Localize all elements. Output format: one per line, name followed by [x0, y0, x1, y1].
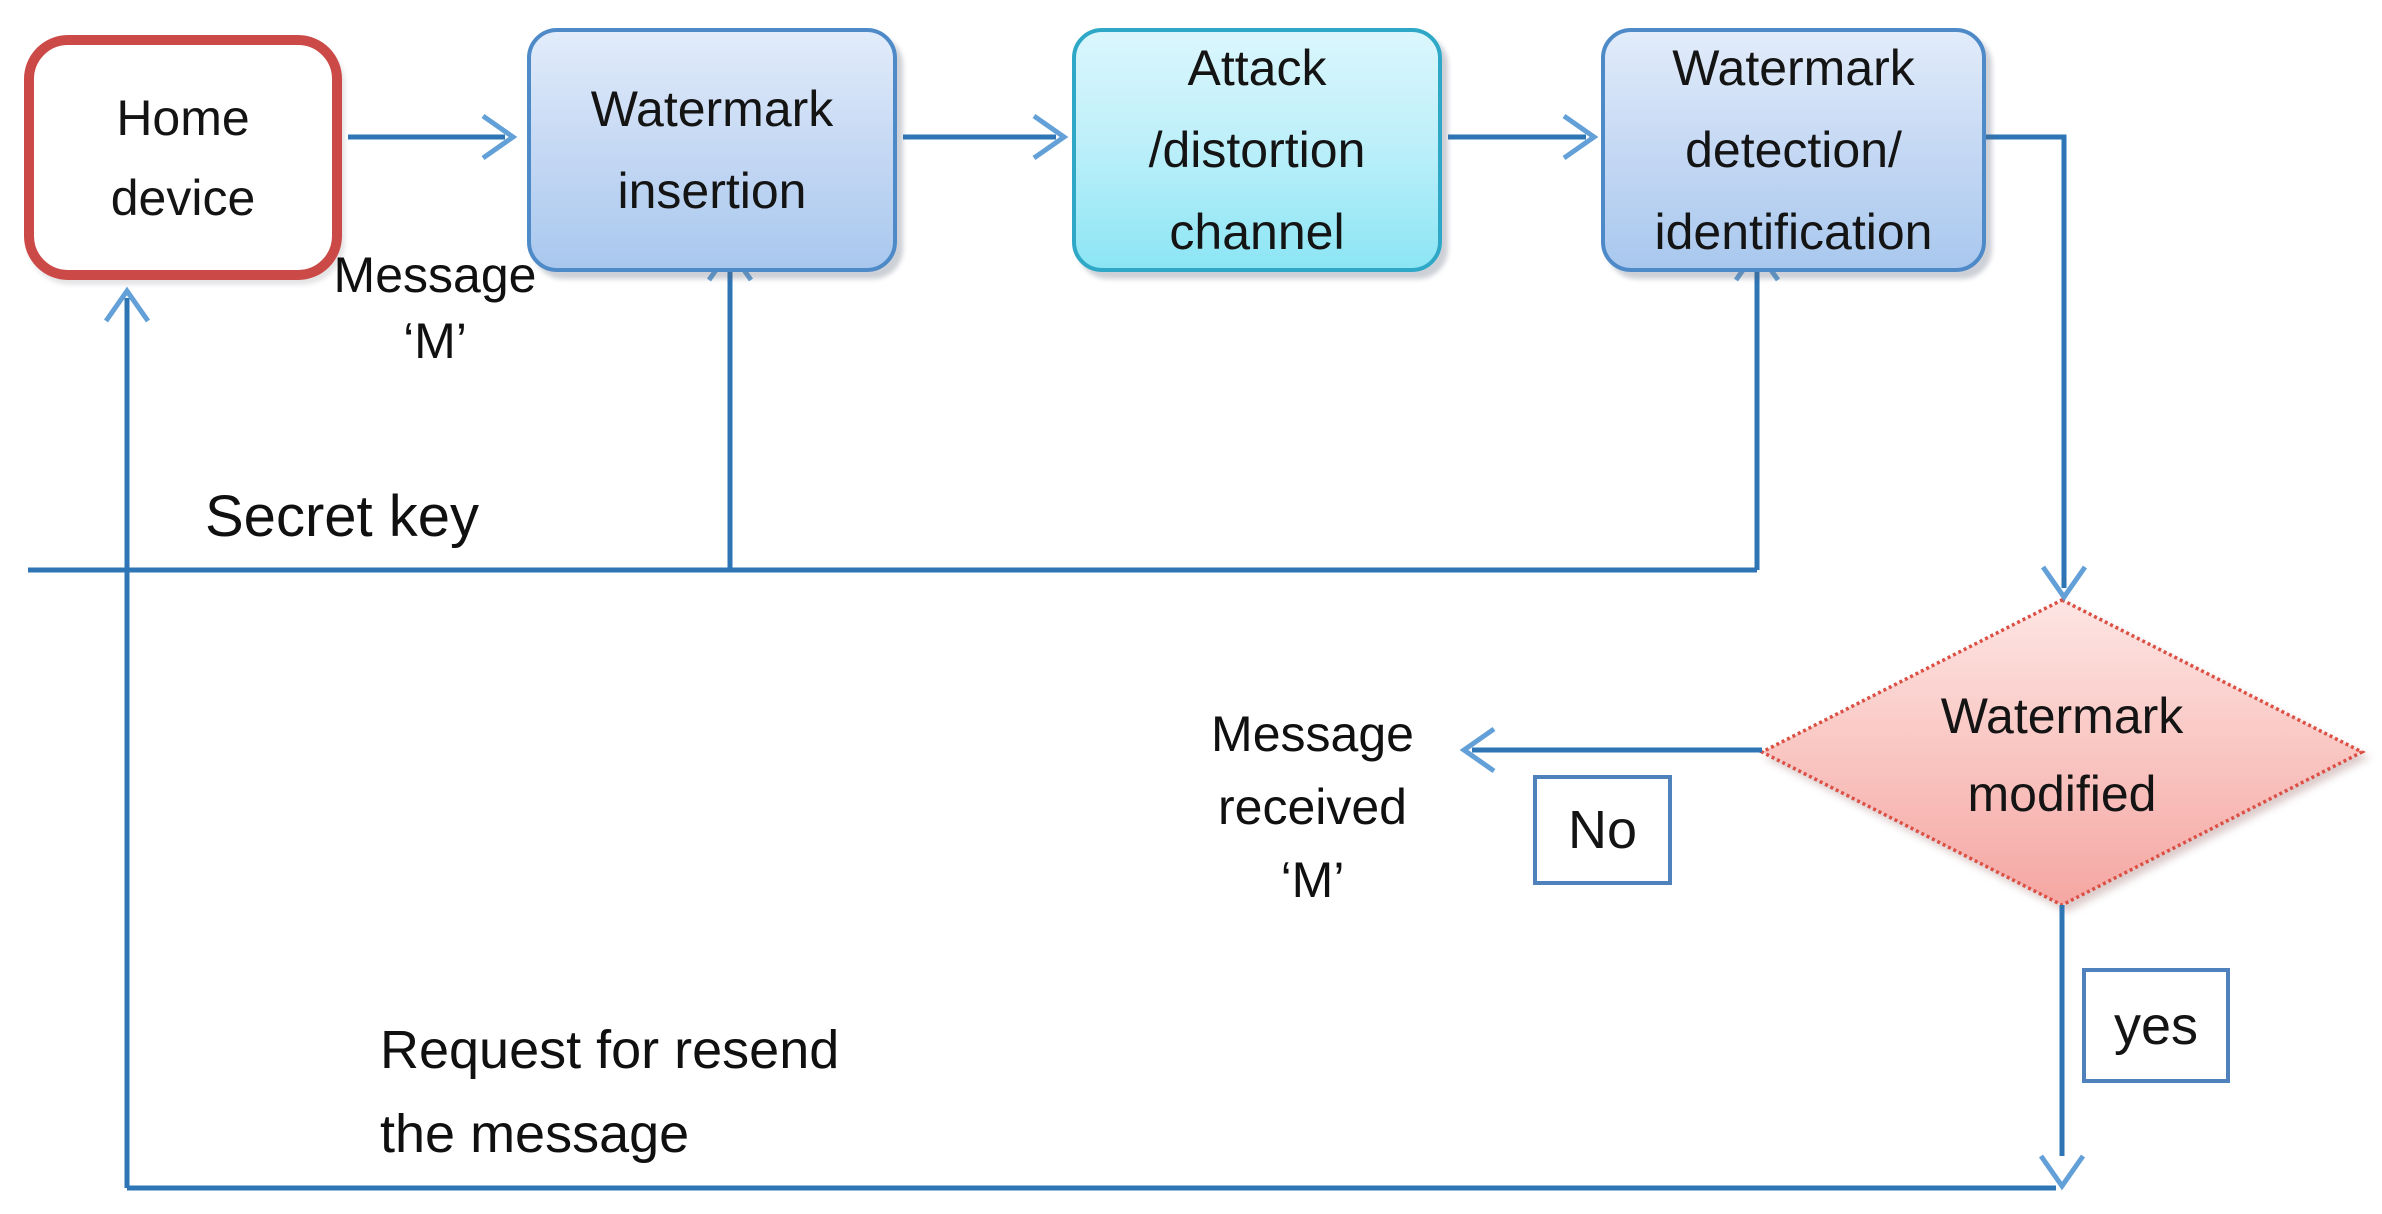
watermark-detection-node: Watermark detection/ identification — [1601, 28, 1986, 272]
watermark-modified-label: Watermark modified — [1940, 688, 2184, 822]
arrowhead-into-attack-icon — [1032, 113, 1069, 161]
edge-detection-to-decision — [1986, 134, 2067, 588]
arrowhead-yes-down-icon — [2038, 1154, 2086, 1191]
home-device-node: Home device — [24, 35, 342, 280]
watermark-insertion-label: Watermark insertion — [590, 81, 834, 219]
message-m-label: Message ‘M’ — [333, 247, 537, 369]
arrowhead-no-branch-icon — [1459, 726, 1496, 774]
attack-distortion-channel-node: Attack /distortion channel — [1072, 28, 1442, 272]
no-label: No — [1567, 800, 1638, 860]
request-resend-label: Request for resend the message — [380, 1020, 840, 1164]
arrowhead-into-detection-icon — [1562, 113, 1599, 161]
arrowhead-into-home-icon — [103, 286, 151, 323]
watermark-detection-label: Watermark detection/ identification — [1654, 40, 1933, 260]
attack-distortion-channel-label: Attack /distortion channel — [1148, 40, 1366, 260]
secret-key-label: Secret key — [205, 484, 479, 549]
message-received-label: Message received ‘M’ — [1211, 706, 1414, 908]
yes-label: yes — [2113, 995, 2199, 1056]
arrowhead-into-decision-icon — [2040, 565, 2088, 602]
watermark-insertion-node: Watermark insertion — [527, 28, 897, 272]
watermark-modified-decision-label-wrap: Watermark modified — [1812, 655, 2312, 855]
no-box: No — [1533, 775, 1672, 885]
yes-box: yes — [2082, 968, 2230, 1083]
home-device-label: Home device — [110, 89, 256, 226]
arrowhead-into-insertion-icon — [481, 113, 518, 161]
